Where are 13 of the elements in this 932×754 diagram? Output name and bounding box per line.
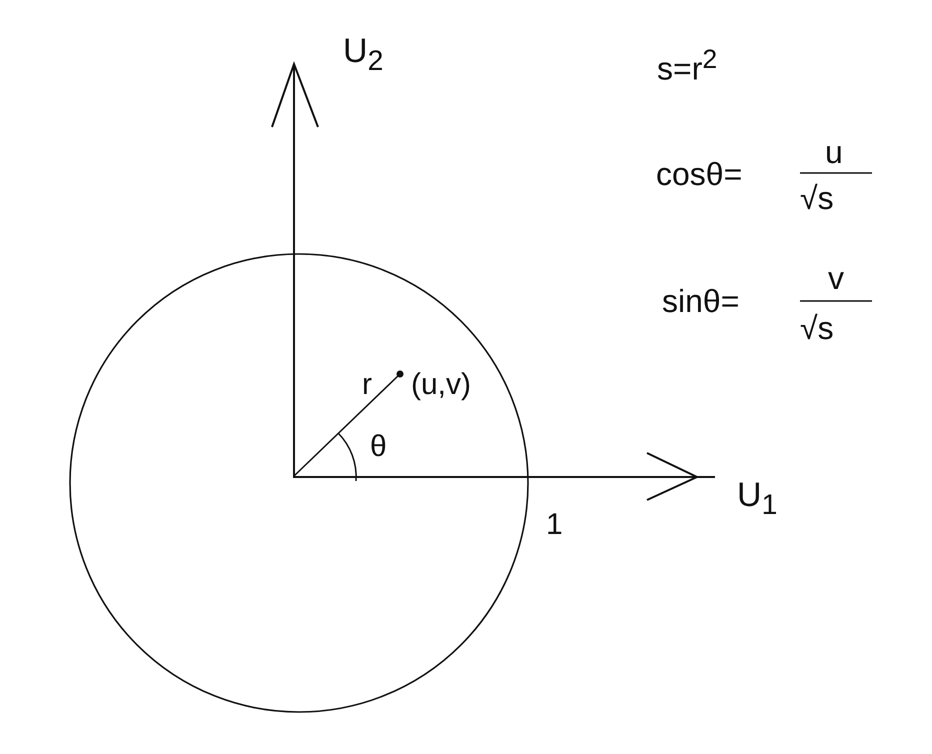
formula-text: cosθ= (656, 158, 742, 190)
radius-label: r (362, 370, 372, 400)
formula-text: s=r$^{2}$ (657, 46, 718, 85)
denominator-text: √s (800, 182, 834, 214)
axis-label: U$_{2}$ (343, 34, 384, 76)
numerator-text: v (828, 262, 844, 294)
angle-label: θ (370, 432, 387, 462)
denominator-text: √s (800, 312, 834, 344)
formula-text: sinθ= (662, 285, 740, 317)
point-label: (u,v) (411, 370, 471, 400)
numerator-text: u (825, 136, 843, 168)
tick-label: 1 (546, 510, 563, 540)
axis-label: U$_{1}$ (737, 478, 778, 520)
